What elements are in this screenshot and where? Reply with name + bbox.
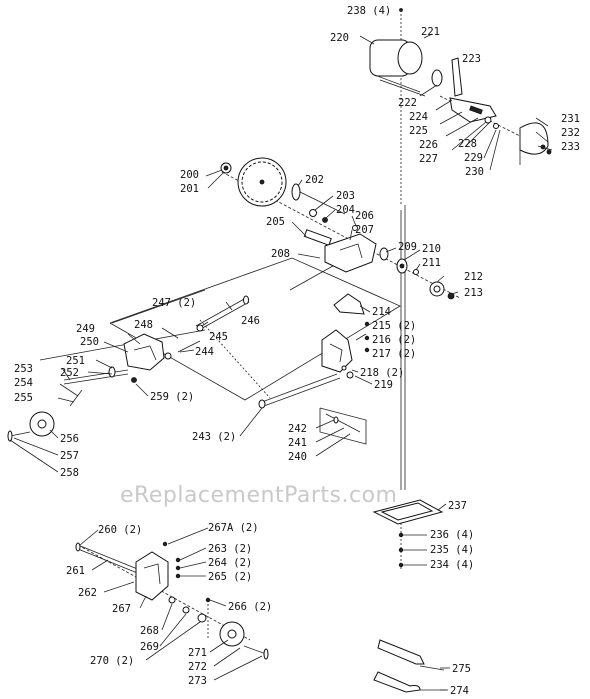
callout-label: 244 — [195, 346, 214, 358]
callout-label: 237 — [448, 500, 467, 512]
callout-label: 214 — [372, 306, 391, 318]
callout-label: 234 (4) — [430, 559, 474, 571]
callout-label: 242 — [288, 423, 307, 435]
callout-label: 268 — [140, 625, 159, 637]
callout-label: 213 — [464, 287, 483, 299]
callout-label: 254 — [14, 377, 33, 389]
callout-label: 238 (4) — [347, 5, 391, 17]
base-part — [372, 499, 444, 525]
callout-label: 210 — [422, 243, 441, 255]
callout-label: 218 (2) — [360, 367, 404, 379]
callout-label: 227 — [419, 153, 438, 165]
callout-label: 250 — [80, 336, 99, 348]
callout-label: 274 — [450, 685, 469, 697]
callout-label: 260 (2) — [98, 524, 142, 536]
callout-label: 231 — [561, 113, 580, 125]
callout-label: 275 — [452, 663, 471, 675]
callout-label: 255 — [14, 392, 33, 404]
saw-blade-part — [220, 157, 287, 207]
callout-label: 223 — [462, 53, 481, 65]
callout-label: 267 — [112, 603, 131, 615]
lead-screw-part — [195, 295, 250, 332]
callout-label: 267A (2) — [208, 522, 259, 534]
callout-label: 208 — [271, 248, 290, 260]
callout-label: 263 (2) — [208, 543, 252, 555]
callout-label: 270 (2) — [90, 655, 134, 667]
callout-label: 266 (2) — [228, 601, 272, 613]
callout-label: 256 — [60, 433, 79, 445]
wrench-parts — [373, 639, 446, 693]
callout-label: 225 — [409, 125, 428, 137]
callout-label: 259 (2) — [150, 391, 194, 403]
callout-label: 221 — [421, 26, 440, 38]
callout-label: 246 — [241, 315, 260, 327]
callout-label: 271 — [188, 647, 207, 659]
callout-label: 264 (2) — [208, 557, 252, 569]
callout-label: 230 — [465, 166, 484, 178]
handwheel-left-part — [7, 366, 129, 442]
callout-label: 212 — [464, 271, 483, 283]
callout-label: 248 — [134, 319, 153, 331]
callout-label: 236 (4) — [430, 529, 474, 541]
callout-label: 249 — [76, 323, 95, 335]
callout-label: 272 — [188, 661, 207, 673]
callout-label: 228 — [458, 138, 477, 150]
base-plate-outline — [109, 257, 401, 401]
callout-label: 222 — [398, 97, 417, 109]
callout-label: 215 (2) — [372, 320, 416, 332]
callout-label: 220 — [330, 32, 349, 44]
callout-label: 201 — [180, 183, 199, 195]
callout-label: 200 — [180, 169, 199, 181]
callout-label: 224 — [409, 111, 428, 123]
trunnion-right-part — [321, 329, 354, 379]
base-hardware — [398, 532, 404, 568]
arbor-parts — [291, 183, 346, 223]
motor-part — [369, 8, 433, 97]
callout-label: 204 — [336, 204, 355, 216]
tilt-assembly-part — [75, 541, 269, 660]
arbor-hardware — [379, 247, 455, 300]
callout-label: 219 — [374, 379, 393, 391]
callout-label: 235 (4) — [430, 544, 474, 556]
callout-label: 203 — [336, 190, 355, 202]
callout-label: 258 — [60, 467, 79, 479]
callout-label: 211 — [422, 257, 441, 269]
panel-part — [319, 407, 367, 445]
pulley-parts — [431, 57, 499, 129]
callout-label: 205 — [266, 216, 285, 228]
watermark: eReplacementParts.com — [120, 483, 397, 508]
callout-label: 252 — [60, 367, 79, 379]
callout-label: 240 — [288, 451, 307, 463]
callout-label: 229 — [464, 152, 483, 164]
callout-label: 209 — [398, 241, 417, 253]
callout-label: 232 — [561, 127, 580, 139]
callout-label: 269 — [140, 641, 159, 653]
callout-label: 247 (2) — [152, 297, 196, 309]
callout-label: 217 (2) — [372, 348, 416, 360]
callout-label: 241 — [288, 437, 307, 449]
trunnion-left-part — [123, 333, 172, 383]
leader-lines — [9, 35, 553, 691]
clamp-part — [333, 293, 370, 353]
callout-label: 233 — [561, 141, 580, 153]
callout-label: 253 — [14, 363, 33, 375]
callout-label: 273 — [188, 675, 207, 687]
callout-label: 206 — [355, 210, 374, 222]
callout-label: 262 — [78, 587, 97, 599]
callout-label: 261 — [66, 565, 85, 577]
callout-label: 207 — [355, 224, 374, 236]
belt-guard-part — [519, 122, 552, 165]
callout-labels: 238 (4) 221 220 223 222 224 225 226 227 … — [14, 5, 580, 697]
arbor-bracket-part — [303, 225, 377, 273]
callout-label: 243 (2) — [192, 431, 236, 443]
callout-label: 257 — [60, 450, 79, 462]
callout-label: 216 (2) — [372, 334, 416, 346]
callout-label: 265 (2) — [208, 571, 252, 583]
callout-label: 245 — [209, 331, 228, 343]
callout-label: 251 — [66, 355, 85, 367]
callout-label: 202 — [305, 174, 324, 186]
callout-label: 226 — [419, 139, 438, 151]
